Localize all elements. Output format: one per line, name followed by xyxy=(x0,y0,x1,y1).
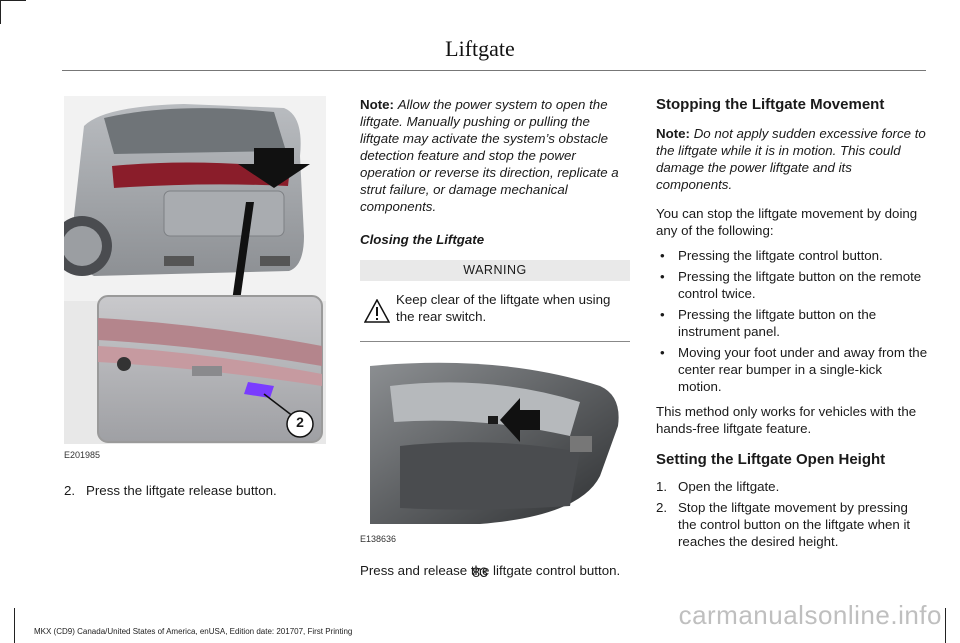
car-rear-illustration xyxy=(64,96,326,443)
bullet-mark: • xyxy=(660,269,665,284)
warning-header: WARNING xyxy=(360,260,630,281)
press-instruction: Press and release the liftgate control b… xyxy=(360,563,621,578)
bullet-mark: • xyxy=(660,345,665,360)
watermark: carmanualsonline.info xyxy=(678,600,942,630)
liftgate-release-figure: 2 xyxy=(64,96,326,444)
closing-heading: Closing the Liftgate xyxy=(360,232,485,247)
stopping-heading: Stopping the Liftgate Movement xyxy=(656,96,885,113)
step-text: Press the liftgate release button. xyxy=(86,483,277,498)
list-item-text: Moving your foot under and away from the… xyxy=(678,345,928,394)
method-note: This method only works for vehicles with… xyxy=(656,404,917,436)
note-paragraph: Note: Allow the power system to open the… xyxy=(360,96,630,215)
list-item: • Pressing the liftgate button on the rem… xyxy=(656,268,928,302)
liftgate-interior-illustration xyxy=(370,362,619,524)
list-item: • Pressing the liftgate button on the ins… xyxy=(656,306,928,340)
warning-triangle-icon xyxy=(364,299,390,323)
middle-column: Note: Allow the power system to open the… xyxy=(360,96,630,579)
title-divider xyxy=(62,70,926,71)
callout-2: 2 xyxy=(296,414,304,430)
crop-mark xyxy=(0,0,1,24)
list-item: • Pressing the liftgate control button. xyxy=(656,247,928,264)
list-item-text: Pressing the liftgate button on the remo… xyxy=(678,269,922,301)
intro-paragraph: You can stop the liftgate movement by do… xyxy=(656,206,918,238)
crop-mark xyxy=(0,0,26,1)
note-label: Note: xyxy=(360,97,394,112)
bullet-mark: • xyxy=(660,248,665,263)
note-text: Do not apply sudden excessive force to t… xyxy=(656,126,926,192)
liftgate-control-figure xyxy=(360,356,630,528)
step-2: 2. Stop the liftgate movement by pressin… xyxy=(656,499,928,550)
step-2: 2. Press the liftgate release button. xyxy=(64,482,326,499)
edition-line: MKX (CD9) Canada/United States of Americ… xyxy=(34,627,353,636)
bullet-mark: • xyxy=(660,307,665,322)
warning-divider xyxy=(360,341,630,342)
step-number: 2. xyxy=(64,483,76,498)
right-column: Stopping the Liftgate Movement Note: Do … xyxy=(656,96,928,550)
step-text: Stop the liftgate movement by pressing t… xyxy=(678,500,911,549)
crop-mark xyxy=(14,608,15,643)
step-1: 1. Open the liftgate. xyxy=(656,478,928,495)
figure-code: E201985 xyxy=(64,450,101,460)
page-title: Liftgate xyxy=(445,36,515,61)
list-item-text: Pressing the liftgate button on the inst… xyxy=(678,307,877,339)
crop-mark xyxy=(945,608,946,643)
note-text: Allow the power system to open the liftg… xyxy=(360,97,619,214)
bullet-list: • Pressing the liftgate control button. •… xyxy=(656,247,928,395)
page-number: 83 xyxy=(472,564,488,580)
step-number: 2. xyxy=(656,500,668,515)
list-item: • Moving your foot under and away from th… xyxy=(656,344,928,395)
release-button-highlight xyxy=(244,382,274,398)
note-paragraph: Note: Do not apply sudden excessive forc… xyxy=(656,125,928,193)
warning-box: Keep clear of the liftgate when using th… xyxy=(360,291,630,331)
note-label: Note: xyxy=(656,126,690,141)
step-text: Open the liftgate. xyxy=(678,479,780,494)
warning-text: Keep clear of the liftgate when using th… xyxy=(396,292,611,324)
setting-heading: Setting the Liftgate Open Height xyxy=(656,451,886,468)
left-column: 2 E201985 2. Press the liftgate release … xyxy=(64,96,326,499)
figure-code: E138636 xyxy=(360,534,397,544)
step-number: 1. xyxy=(656,479,668,494)
list-item-text: Pressing the liftgate control button. xyxy=(678,248,883,263)
